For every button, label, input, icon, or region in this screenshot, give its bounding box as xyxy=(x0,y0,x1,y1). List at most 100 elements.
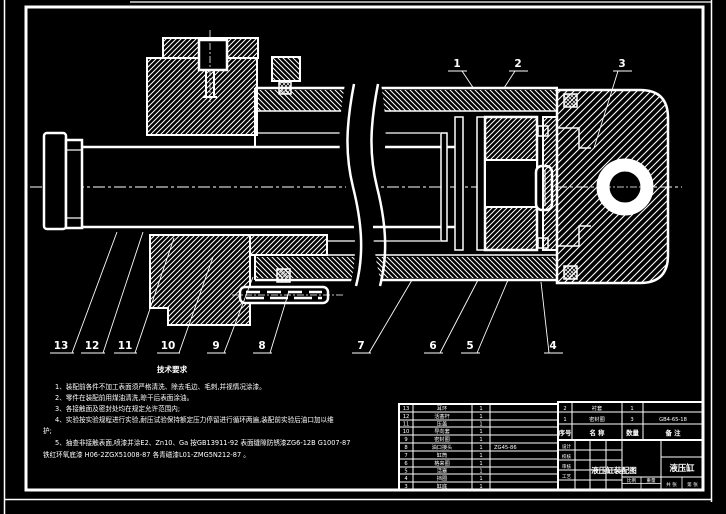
balloon-number: 2 xyxy=(514,58,521,70)
bom-cell: 7 xyxy=(404,453,407,459)
bom-cell: 3 xyxy=(630,417,633,423)
rod-clevis xyxy=(42,131,84,231)
cylinder-tube xyxy=(254,86,558,282)
balloon-10: 10 xyxy=(157,256,214,354)
balloon-7: 7 xyxy=(352,279,413,354)
bom-cell: 12 xyxy=(403,414,410,420)
bom-header-no: 序号 xyxy=(559,428,572,437)
eye-hole xyxy=(609,171,641,203)
bom-cell: 1 xyxy=(479,484,482,490)
bom-cell: 1 xyxy=(479,429,482,435)
tech-req-line: 铁红环氧底漆 H06-2ZGX51008-87 各青磁漆L01-ZMG5N212… xyxy=(43,450,250,459)
balloon-8: 8 xyxy=(253,290,290,354)
end-cap xyxy=(542,88,670,285)
sheet-total: 共 张 xyxy=(666,481,677,488)
bom-cell: 衬套 xyxy=(592,404,603,412)
main-view xyxy=(30,30,682,326)
bom-cell: GB4-65-18 xyxy=(659,417,687,423)
balloon-number: 9 xyxy=(212,340,219,352)
bom-cell: ZG45-86 xyxy=(494,445,517,451)
rod-gland-top xyxy=(146,30,301,136)
balloon-number: 1 xyxy=(453,58,460,70)
tech-req-heading: 技术要求 xyxy=(157,364,188,374)
bom-cell: 1 xyxy=(479,437,482,443)
balloon-number: 13 xyxy=(54,340,69,352)
bom-cell: 缸底 xyxy=(437,482,447,490)
balloon-number: 6 xyxy=(429,340,436,352)
bom-cell: 压盖 xyxy=(437,420,447,428)
balloon-12: 12 xyxy=(81,231,144,354)
balloon-number: 8 xyxy=(258,340,265,352)
sig-label: 校核 xyxy=(562,453,572,460)
balloon-9: 9 xyxy=(207,276,254,354)
tech-req-line: 5、抽查非接触表面,喷漆并涂E2、Zn10、Ga 按GB13911-92 表面缝… xyxy=(55,438,350,447)
balloon-5: 5 xyxy=(461,279,509,354)
balloon-number: 7 xyxy=(357,340,364,352)
bom-cell: 耳环 xyxy=(437,405,447,412)
balloon-2: 2 xyxy=(503,58,528,89)
balloon-4: 4 xyxy=(540,281,563,354)
title-block: 设计 校核 审核 工艺 液压缸装配图 液压缸 比例 重量 共 张 第 张 xyxy=(557,439,704,491)
bom-cell: 13 xyxy=(403,406,410,412)
tech-req-line: 2、零件在装配前用煤油清洗,晾干后表面涂油。 xyxy=(55,393,193,402)
tech-req-line: 1、装配前各件不加工表面须严格清洗、除去毛边、毛刺,并视情况涂漆。 xyxy=(55,382,266,391)
bom-cell: 1 xyxy=(479,414,482,420)
break-line xyxy=(339,83,387,287)
scale-label: 比例 xyxy=(627,477,637,484)
tech-req-line: 4、实验按实验规程进行实验,耐压试验保持额定压力停留进行循环两遍,装配前实验后油… xyxy=(55,415,334,424)
seal-ring-bottom xyxy=(276,268,291,283)
bom-cell: 9 xyxy=(404,437,407,443)
bom-header-name: 名 称 xyxy=(589,428,605,437)
bom-cell: 挡圈 xyxy=(437,474,447,482)
balloon-1: 1 xyxy=(448,58,475,90)
bom-cell: 油口接头 xyxy=(432,443,453,451)
balloon-callouts: 1 2 3 4 5 6 7 8 9 10 11 12 13 xyxy=(50,58,632,354)
balloon-number: 5 xyxy=(466,340,473,352)
bom-cell: 密封圈 xyxy=(434,435,450,443)
weight-label: 重量 xyxy=(646,477,656,484)
balloon-number: 3 xyxy=(618,58,625,70)
bom-cell: 8 xyxy=(404,445,407,451)
port-boss xyxy=(271,56,301,82)
bom-cell: 5 xyxy=(404,469,407,475)
bom-cell: 1 xyxy=(479,476,482,482)
bom-cell: 1 xyxy=(479,406,482,412)
technical-requirements: 技术要求 1、装配前各件不加工表面须严格清洗、除去毛边、毛刺,并视情况涂漆。 2… xyxy=(43,364,350,459)
sheet-no: 第 张 xyxy=(687,481,698,488)
bom-cell: 1 xyxy=(479,445,482,451)
sig-label: 审核 xyxy=(562,463,572,470)
tech-req-line: 护; xyxy=(43,426,52,435)
balloon-11: 11 xyxy=(114,237,175,354)
drawing-stamp: 液压缸装配图 xyxy=(591,465,637,475)
bom-header-qty: 数量 xyxy=(626,428,639,437)
balloon-3: 3 xyxy=(593,58,632,149)
sig-label: 工艺 xyxy=(562,474,572,480)
bom-cell: 缸筒 xyxy=(437,451,447,459)
bom-cell: 1 xyxy=(479,453,482,459)
balloon-number: 10 xyxy=(161,340,176,352)
bom-cell: 3 xyxy=(404,484,407,490)
balloon-number: 12 xyxy=(85,340,100,352)
piston-assembly xyxy=(440,115,554,252)
bom-cell: 1 xyxy=(630,406,633,412)
bom-cell: 4 xyxy=(404,476,408,482)
sig-label: 设计 xyxy=(562,443,572,450)
bom-cell: 导向套 xyxy=(434,427,450,435)
balloon-6: 6 xyxy=(424,279,479,354)
bom-cell: 密封圈 xyxy=(589,415,605,423)
bom-cell: 1 xyxy=(563,417,566,423)
bom-cell: 1 xyxy=(479,469,482,475)
bom-cell: 活塞杆 xyxy=(434,412,450,420)
piston-rod xyxy=(81,145,455,229)
balloon-number: 11 xyxy=(118,340,133,352)
bom-cell: 格来圈 xyxy=(434,459,450,467)
drawing-title: 液压缸 xyxy=(669,463,695,473)
bom-cell: 6 xyxy=(404,461,407,467)
piston-seal-1 xyxy=(454,116,464,251)
bom-cell: 活塞 xyxy=(437,467,447,475)
balloon-number: 4 xyxy=(549,340,556,352)
bom-cell: 11 xyxy=(403,422,410,428)
